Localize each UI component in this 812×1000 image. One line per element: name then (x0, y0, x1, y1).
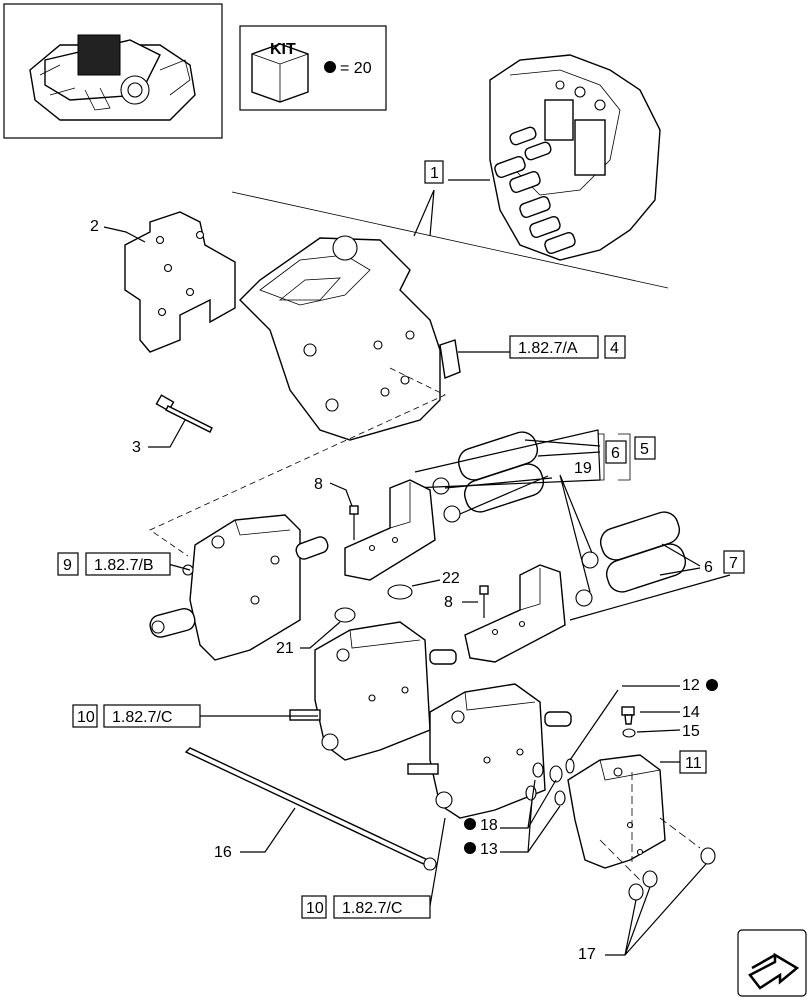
svg-text:13: 13 (480, 841, 498, 858)
svg-text:1.82.7/C: 1.82.7/C (112, 709, 172, 726)
inlet-section (149, 514, 329, 661)
callout-19[interactable]: 19 (574, 460, 592, 477)
end-cover-11 (567, 754, 701, 881)
callout-9-ref[interactable]: 1.82.7/B (85, 552, 171, 576)
callout-4-ref[interactable]: 1.82.7/A (509, 335, 599, 359)
section-valve-lower (407, 683, 572, 819)
bolt-3 (155, 394, 213, 433)
callout-10-upper[interactable]: 10 (72, 704, 98, 728)
callout-16[interactable]: 16 (214, 844, 232, 861)
control-valve-assembly (489, 54, 661, 261)
spool-plugs-upper (432, 431, 545, 523)
callout-10-lower[interactable]: 10 (301, 895, 327, 919)
seal-13 (554, 790, 566, 806)
next-page-arrow-icon[interactable] (737, 929, 807, 997)
nuts-17 (628, 847, 716, 901)
kit-legend: KIT = 20 (239, 25, 387, 111)
thumbnail-valve-drawing (29, 34, 196, 121)
callout-6-upper[interactable]: 6 (605, 440, 627, 464)
svg-text:6: 6 (611, 445, 620, 462)
o-ring-22 (387, 584, 413, 600)
callout-10-lower-ref[interactable]: 1.82.7/C (333, 895, 431, 919)
assembly-frame-line (231, 191, 669, 289)
callout-3[interactable]: 3 (132, 439, 141, 456)
kit-dot-icon (464, 818, 476, 830)
section-valve-upper (289, 621, 457, 761)
svg-text:10: 10 (306, 900, 324, 917)
kit-dot-icon (464, 842, 476, 854)
svg-text:12: 12 (682, 677, 700, 694)
kit-dot-icon (324, 61, 336, 73)
callout-6-lower[interactable]: 6 (704, 559, 713, 576)
screw-8-lower (479, 585, 489, 618)
callout-12[interactable]: 12 (682, 677, 718, 694)
svg-text:18: 18 (480, 817, 498, 834)
callout-10-upper-ref[interactable]: 1.82.7/C (103, 704, 201, 728)
callout-9[interactable]: 9 (57, 552, 79, 576)
tie-rod-16 (184, 747, 437, 871)
svg-text:1.82.7/A: 1.82.7/A (518, 340, 578, 357)
svg-text:7: 7 (729, 555, 738, 572)
svg-text:1: 1 (430, 165, 439, 182)
callout-1[interactable]: 1 (424, 160, 444, 184)
callout-17[interactable]: 17 (578, 946, 596, 963)
callout-13[interactable]: 13 (464, 841, 498, 858)
kit-label: KIT (270, 41, 296, 58)
spool-plugs-lower (575, 511, 687, 607)
svg-text:9: 9 (63, 557, 72, 574)
callout-18[interactable]: 18 (464, 817, 498, 834)
bracket-lower (464, 564, 566, 663)
kit-equals-text: = 20 (340, 60, 372, 77)
o-ring-21 (334, 607, 356, 623)
callout-14[interactable]: 14 (682, 704, 700, 721)
kit-dot-icon (706, 679, 718, 691)
ring-15 (622, 728, 636, 738)
assembly-connectors (494, 126, 576, 254)
callout-8-lower[interactable]: 8 (444, 594, 453, 611)
svg-text:1.82.7/B: 1.82.7/B (94, 557, 154, 574)
callout-22[interactable]: 22 (442, 570, 460, 587)
svg-text:10: 10 (77, 709, 95, 726)
bracket-upper (344, 479, 436, 581)
screw-14 (621, 706, 635, 725)
callout-7[interactable]: 7 (723, 550, 745, 574)
svg-text:11: 11 (685, 755, 702, 772)
cover-plate (124, 211, 236, 353)
seal-12 (565, 758, 575, 774)
svg-text:1.82.7/C: 1.82.7/C (342, 900, 402, 917)
callout-5[interactable]: 5 (634, 436, 656, 460)
callout-2[interactable]: 2 (90, 218, 99, 235)
seal-18 (532, 762, 544, 778)
svg-text:5: 5 (640, 441, 649, 458)
screw-8-upper (349, 505, 359, 540)
callout-15[interactable]: 15 (682, 723, 700, 740)
callout-8-upper[interactable]: 8 (314, 476, 323, 493)
callout-11[interactable]: 11 (679, 750, 707, 774)
thumbnail-inset[interactable] (3, 3, 223, 139)
valve-body (239, 235, 461, 441)
svg-text:4: 4 (610, 340, 619, 357)
callout-4[interactable]: 4 (604, 335, 626, 359)
callout-21[interactable]: 21 (276, 640, 294, 657)
